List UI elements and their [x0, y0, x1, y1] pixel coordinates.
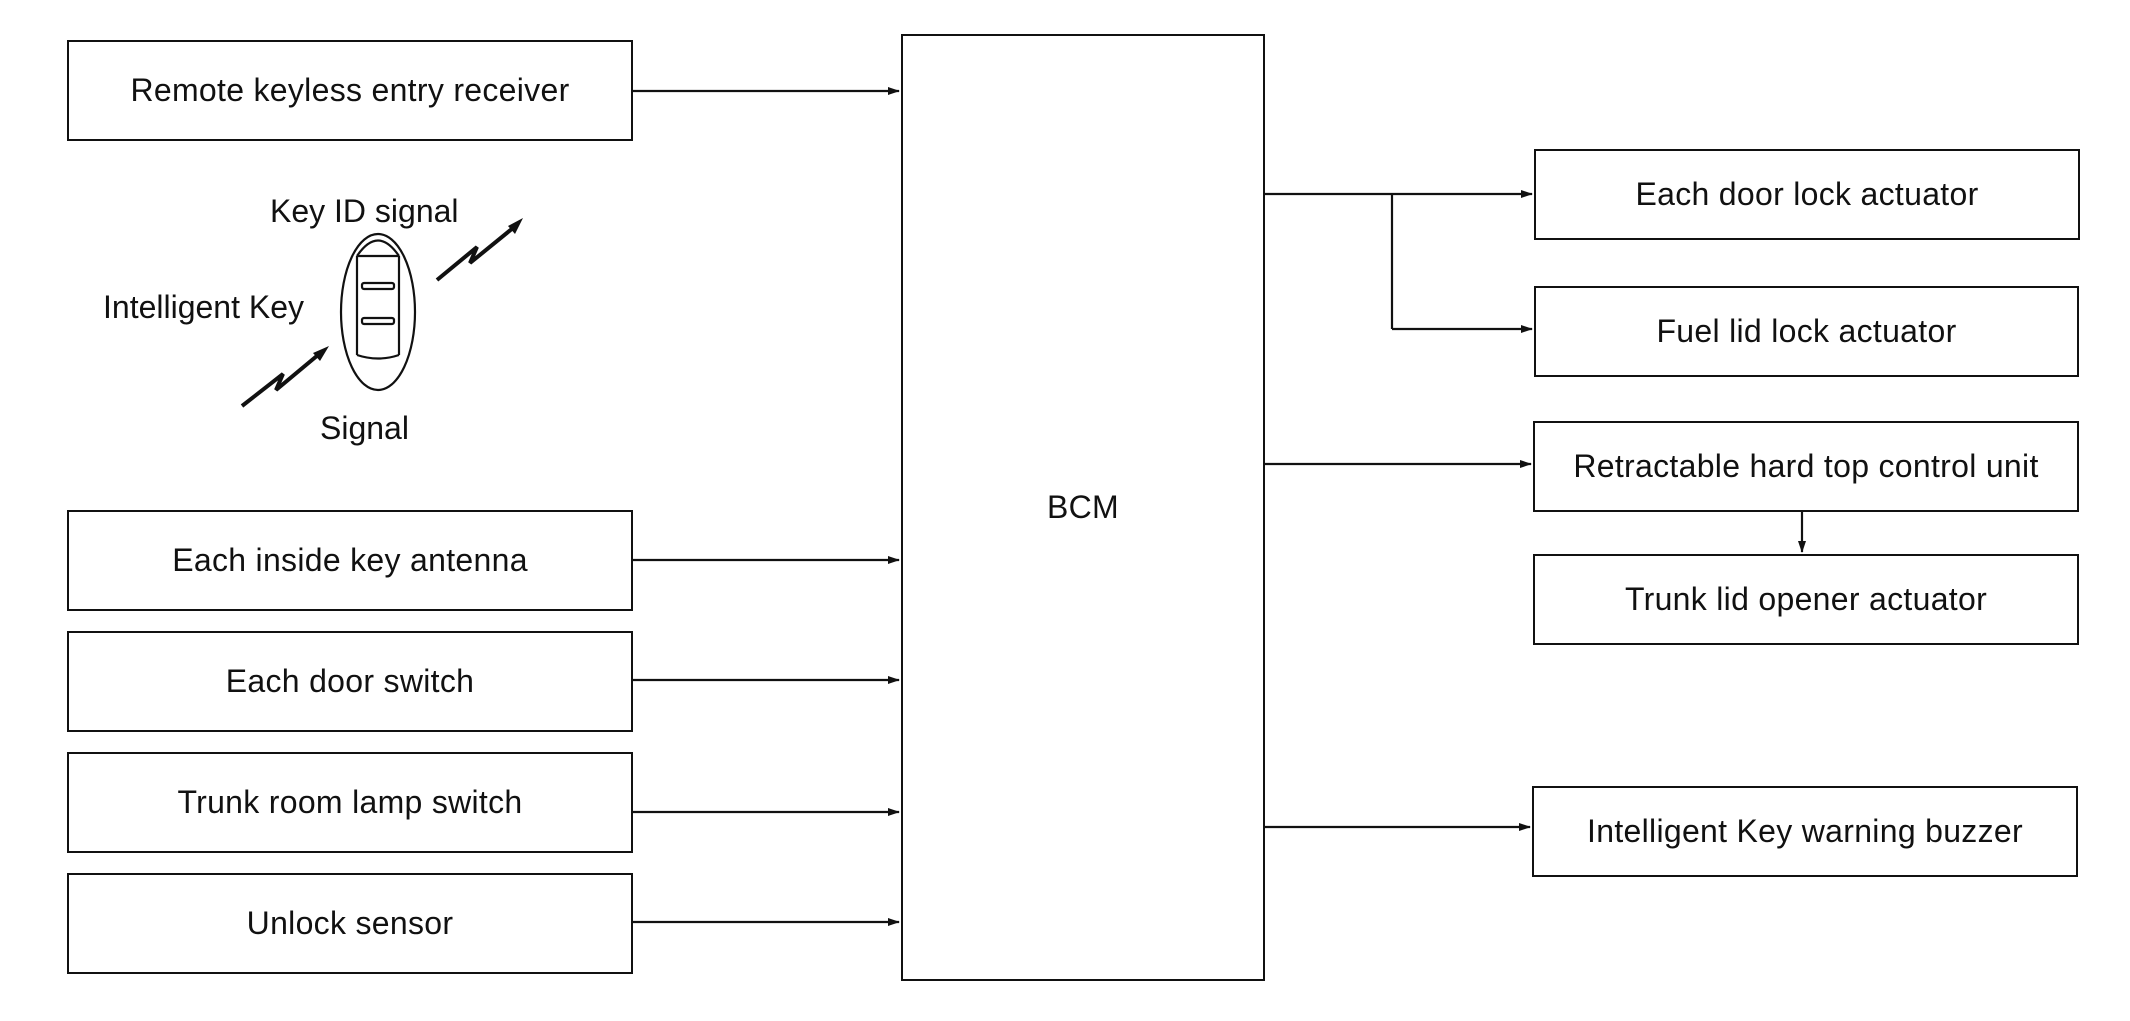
remote-keyless-entry-receiver-box: Remote keyless entry receiver — [67, 40, 633, 141]
each-door-lock-actuator-box: Each door lock actuator — [1534, 149, 2080, 240]
remote-keyless-entry-receiver-label: Remote keyless entry receiver — [130, 72, 570, 108]
unlock-sensor-label: Unlock sensor — [246, 905, 454, 941]
bcm-box: BCM — [901, 34, 1265, 981]
each-door-switch-box: Each door switch — [67, 631, 633, 732]
each-door-switch-label: Each door switch — [225, 663, 475, 699]
retractable-hard-top-control-unit-box: Retractable hard top control unit — [1533, 421, 2079, 512]
trunk-lid-opener-actuator-box: Trunk lid opener actuator — [1533, 554, 2079, 645]
unlock-sensor-box: Unlock sensor — [67, 873, 633, 974]
fuel-lid-lock-actuator-box: Fuel lid lock actuator — [1534, 286, 2079, 377]
key-id-signal-icon — [435, 218, 523, 282]
intelligent-key-icon — [339, 232, 417, 392]
intelligent-key-label: Intelligent Key — [103, 289, 305, 325]
signal-icon — [240, 346, 329, 408]
fuel-lid-lock-actuator-label: Fuel lid lock actuator — [1656, 313, 1957, 349]
trunk-room-lamp-switch-box: Trunk room lamp switch — [67, 752, 633, 853]
retractable-hard-top-control-unit-label: Retractable hard top control unit — [1573, 448, 2039, 484]
each-inside-key-antenna-box: Each inside key antenna — [67, 510, 633, 611]
bcm-label: BCM — [1046, 489, 1119, 525]
signal-label: Signal — [320, 410, 409, 446]
intelligent-key-warning-buzzer-label: Intelligent Key warning buzzer — [1587, 813, 2023, 849]
each-door-lock-actuator-label: Each door lock actuator — [1635, 176, 1979, 212]
trunk-lid-opener-actuator-label: Trunk lid opener actuator — [1624, 581, 1988, 617]
intelligent-key-warning-buzzer-box: Intelligent Key warning buzzer — [1532, 786, 2078, 877]
trunk-room-lamp-switch-label: Trunk room lamp switch — [177, 784, 523, 820]
key-id-signal-label: Key ID signal — [270, 193, 459, 229]
each-inside-key-antenna-label: Each inside key antenna — [172, 542, 528, 578]
